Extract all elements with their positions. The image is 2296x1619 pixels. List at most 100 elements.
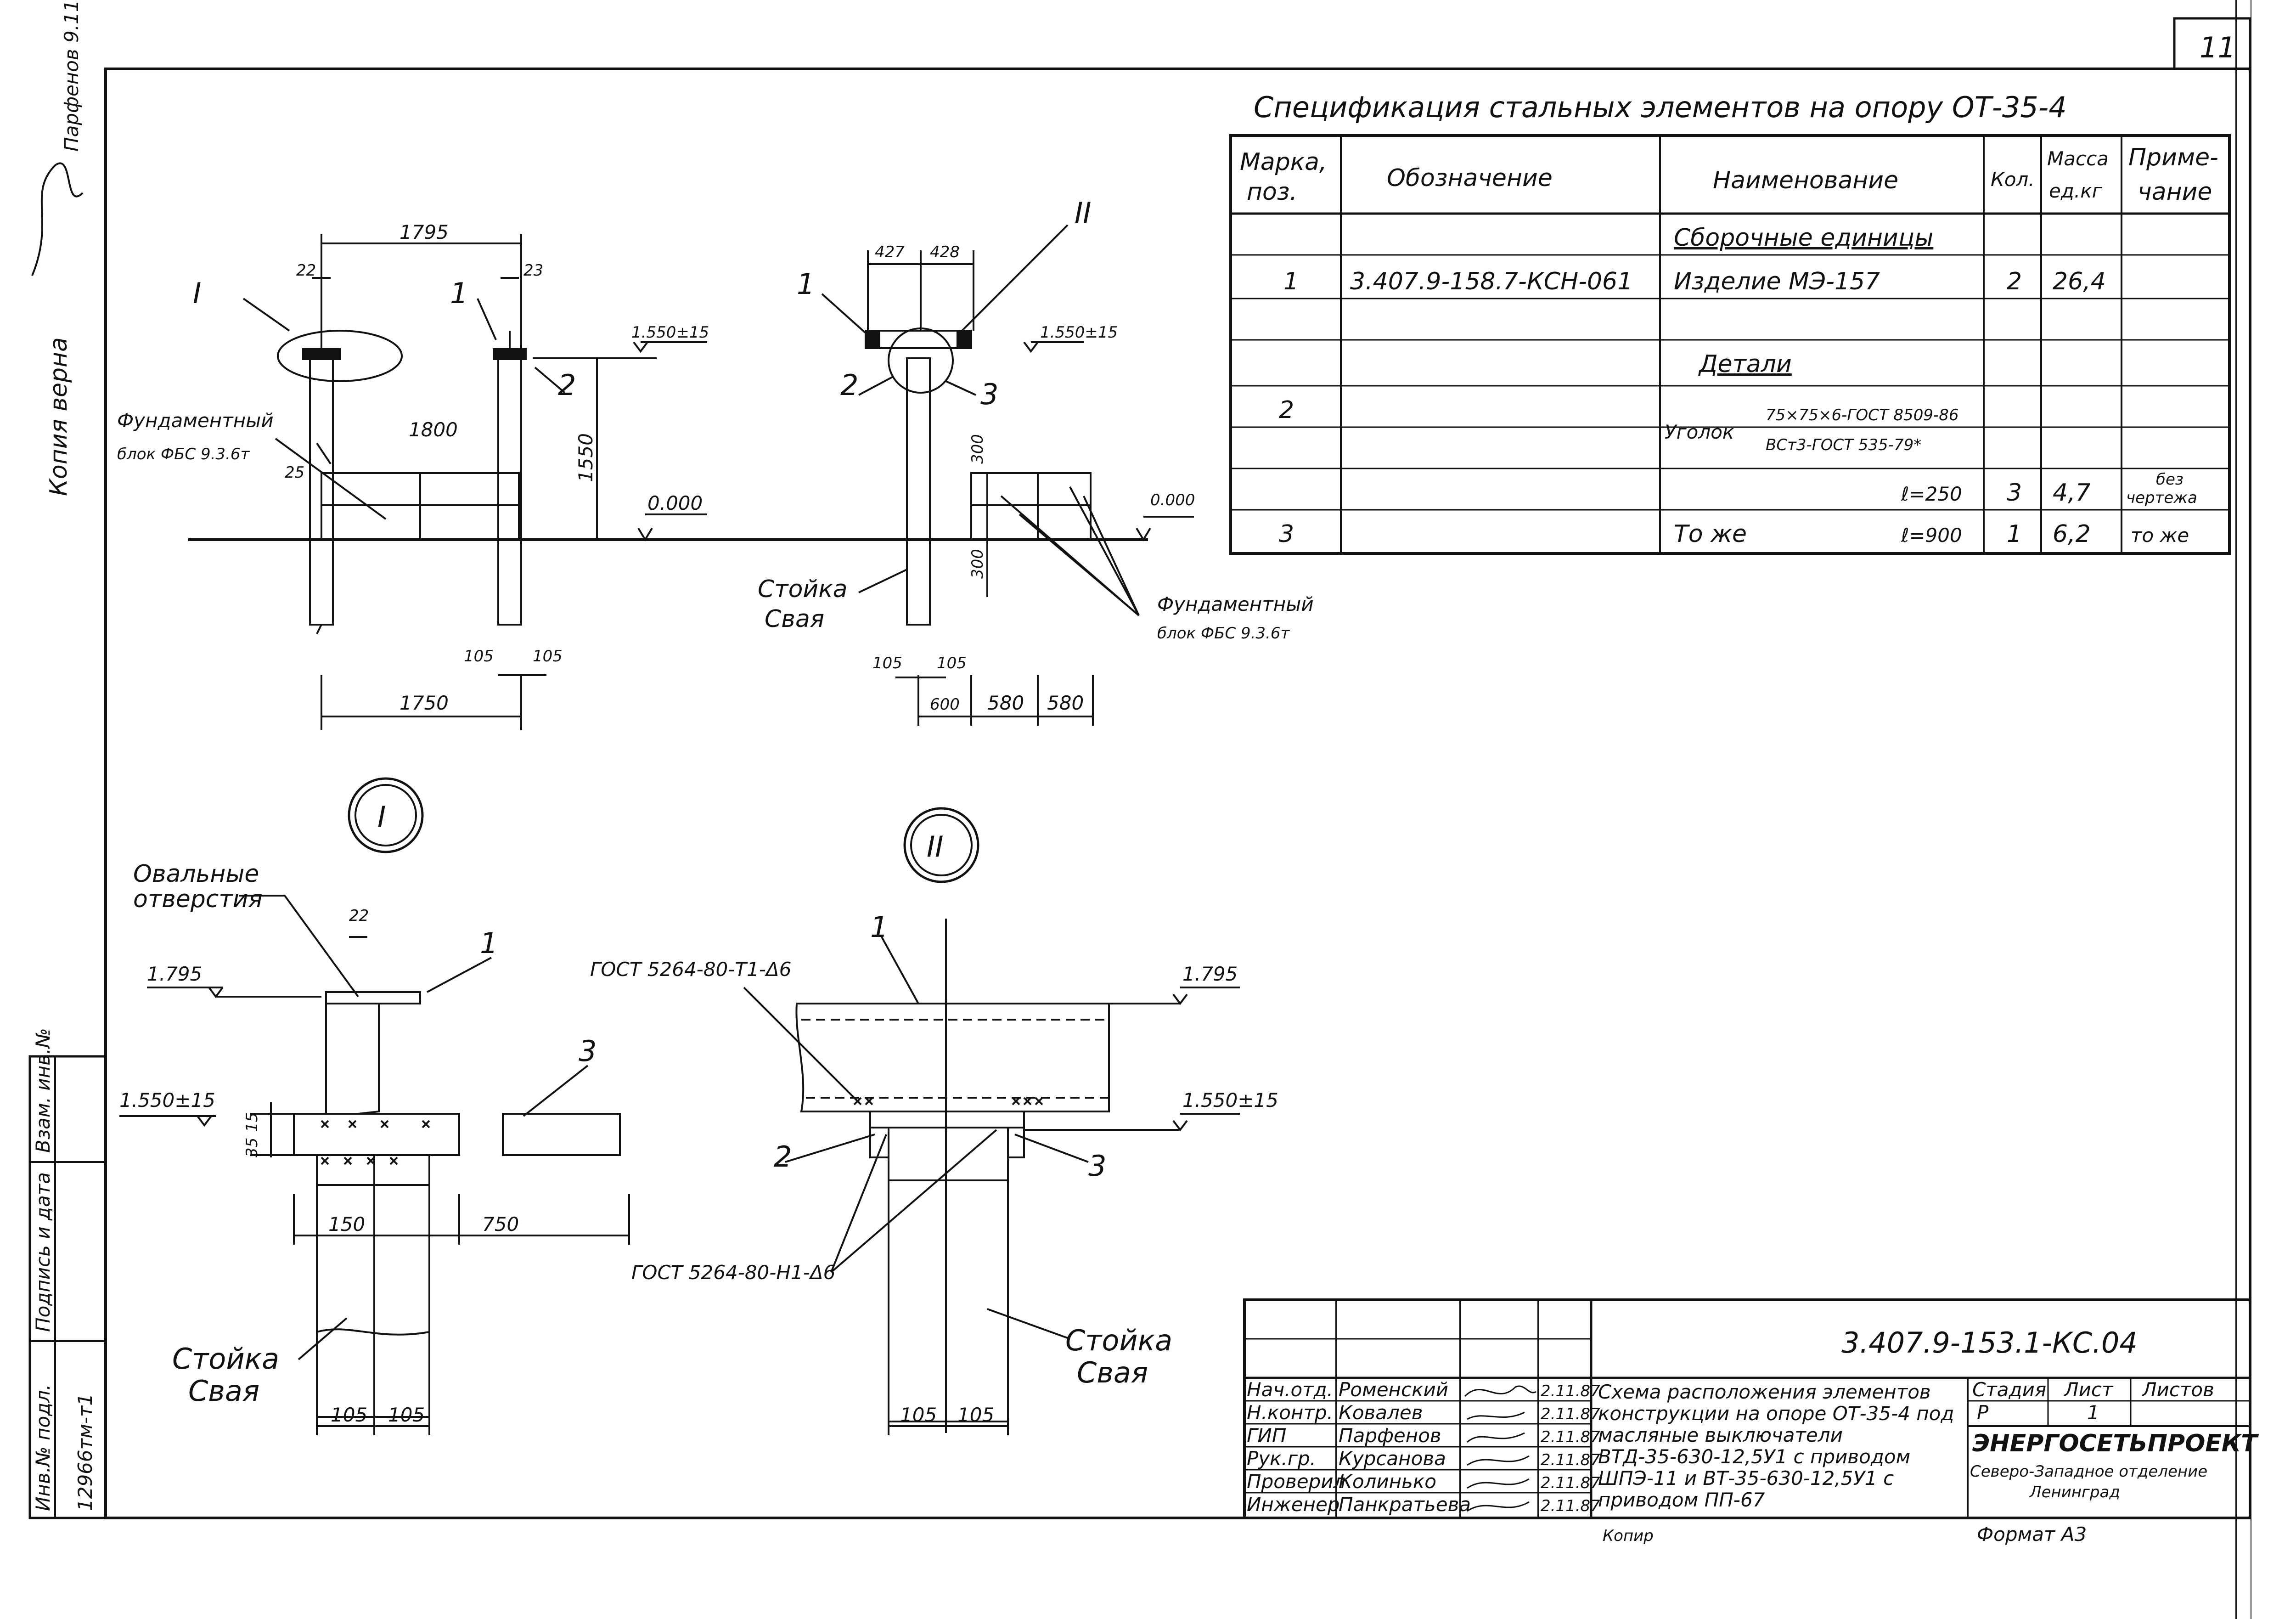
detail-II-dim-105b: 105 bbox=[957, 1404, 994, 1426]
desc-0: Схема расположения элементов bbox=[1598, 1381, 1931, 1403]
view1-dim-22: 22 bbox=[296, 261, 316, 280]
view2-dim-300a: 300 bbox=[968, 434, 987, 464]
view1-dim-105b: 105 bbox=[533, 647, 563, 666]
row3-name: То же bbox=[1674, 520, 1747, 548]
view2-level-zero: 0.000 bbox=[1150, 491, 1195, 509]
sheet-frame bbox=[104, 68, 2251, 1519]
desc-5: приводом ПП-67 bbox=[1598, 1489, 1765, 1511]
detail-I-dim-22: 22 bbox=[349, 907, 369, 925]
view1-dim-1795: 1795 bbox=[400, 221, 449, 243]
view-front-labels: I 1 2 1795 22 23 1800 25 1550 105 105 17… bbox=[117, 221, 709, 714]
desc-3: ВТД-35-630-12,5У1 с приводом bbox=[1598, 1445, 1910, 1468]
stage-label: Стадия bbox=[1972, 1378, 2046, 1401]
view1-dim-1800: 1800 bbox=[409, 418, 458, 441]
role-4: Проверил bbox=[1247, 1470, 1345, 1493]
desc-4: ШПЭ-11 и ВТ-35-630-12,5У1 с bbox=[1598, 1467, 1894, 1489]
name-2: Парфенов bbox=[1339, 1424, 1441, 1447]
view2-dim-105b: 105 bbox=[937, 654, 967, 672]
detail-I-dim-105b: 105 bbox=[388, 1404, 425, 1426]
stage-value: Р bbox=[1977, 1401, 1989, 1424]
detail-II-column-2: Свая bbox=[1077, 1356, 1148, 1389]
view2-dim-580b: 580 bbox=[1047, 692, 1084, 714]
sheets-label: Листов bbox=[2141, 1378, 2214, 1401]
sheet-value: 1 bbox=[2087, 1401, 2099, 1424]
callout-II-label: II bbox=[1075, 196, 1092, 230]
view2-dim-428: 428 bbox=[930, 243, 960, 261]
row3-mass: 6,2 bbox=[2053, 520, 2091, 548]
detail-I bbox=[119, 777, 630, 1435]
detail-I-dim-750: 750 bbox=[482, 1213, 519, 1235]
detail-II-pos1: 1 bbox=[870, 910, 888, 944]
detail-I-dim-105a: 105 bbox=[331, 1404, 367, 1426]
row2-mass: 4,7 bbox=[2053, 479, 2091, 507]
row2-length: ℓ=250 bbox=[1901, 483, 1962, 505]
hdr-name: Наименование bbox=[1713, 167, 1898, 194]
view-front bbox=[188, 234, 762, 730]
org-line2: Северо-Западное отделение bbox=[1970, 1462, 2207, 1481]
detail-II-weld-bottom: ГОСТ 5264-80-Н1-Δ6 bbox=[631, 1261, 835, 1284]
row3-qty: 1 bbox=[2007, 520, 2022, 548]
callout-I-label: I bbox=[193, 276, 201, 310]
view2-level-top: 1.550±15 bbox=[1040, 323, 1118, 342]
detail-II bbox=[743, 807, 1240, 1435]
row2-mark: 2 bbox=[1279, 396, 1294, 424]
view-side bbox=[762, 224, 1194, 726]
hdr-qty: Кол. bbox=[1991, 168, 2035, 191]
inv-repl-label: Взам. инв.№ bbox=[32, 1028, 54, 1153]
detail-I-level-1795: 1.795 bbox=[147, 963, 202, 985]
detail-II-column-1: Стойка bbox=[1065, 1324, 1172, 1357]
sign-date-label: Подпись и дата bbox=[32, 1172, 54, 1332]
role-1: Н.контр. bbox=[1247, 1401, 1333, 1424]
sheet-number: 11 bbox=[2200, 31, 2236, 64]
assemblies-title: Сборочные единицы bbox=[1674, 224, 1933, 252]
detail-I-column-2: Свая bbox=[188, 1374, 259, 1408]
detail-II-level-1795: 1.795 bbox=[1182, 963, 1238, 985]
hdr-designation: Обозначение bbox=[1387, 164, 1553, 192]
detail-II-weld-top: ГОСТ 5264-80-Т1-Δ6 bbox=[590, 958, 791, 981]
row3-length: ℓ=900 bbox=[1901, 524, 1962, 547]
stamp-small: Парфенов 9.11.87 bbox=[60, 0, 83, 152]
row1-designation: 3.407.9-158.7-КСН-061 bbox=[1350, 268, 1632, 295]
view1-foundation-1: Фундаментный bbox=[117, 409, 274, 432]
detail-II-dim-105a: 105 bbox=[900, 1404, 937, 1426]
detail-II-level-1550: 1.550±15 bbox=[1182, 1089, 1278, 1111]
drawing-code: 3.407.9-153.1-КС.04 bbox=[1841, 1326, 2138, 1360]
date-3: 2.11.87 bbox=[1541, 1451, 1600, 1469]
date-4: 2.11.87 bbox=[1541, 1474, 1600, 1492]
sheet-label: Лист bbox=[2063, 1378, 2114, 1401]
view2-dim-300b: 300 bbox=[968, 549, 987, 579]
view2-column-1: Стойка bbox=[758, 575, 847, 603]
row2-name-prefix: Уголок bbox=[1665, 421, 1734, 443]
spec-title: Спецификация стальных элементов на опору… bbox=[1254, 90, 2067, 124]
view2-dim-427: 427 bbox=[875, 243, 905, 261]
row2-note-2: чертежа bbox=[2126, 489, 2197, 507]
hdr-note-1: Приме- bbox=[2128, 144, 2218, 171]
view2-dim-580a: 580 bbox=[987, 692, 1024, 714]
inv-orig-label: Инв.№ подл. bbox=[32, 1384, 54, 1511]
view2-column-2: Свая bbox=[765, 605, 824, 633]
row3-mark: 3 bbox=[1279, 520, 1294, 548]
name-4: Колинько bbox=[1339, 1470, 1436, 1493]
desc-1: конструкции на опоре ОТ-35-4 под bbox=[1598, 1402, 1954, 1425]
copy-stamp: Копия верна bbox=[45, 337, 73, 496]
detail-I-labels: I Овальные отверстия 1.795 1.550±15 22 3… bbox=[119, 800, 597, 1426]
row1-mark: 1 bbox=[1283, 268, 1299, 295]
view2-foundation-2: блок ФБС 9.3.6т bbox=[1157, 624, 1290, 643]
name-3: Курсанова bbox=[1339, 1447, 1446, 1470]
view1-pos1: 1 bbox=[450, 276, 468, 310]
view1-pos2: 2 bbox=[558, 368, 576, 402]
detail-I-oval-2: отверстия bbox=[133, 886, 263, 913]
detail-II-title: II bbox=[927, 830, 944, 863]
view2-pos2: 2 bbox=[840, 368, 858, 402]
view1-level-zero: 0.000 bbox=[647, 492, 703, 514]
role-0: Нач.отд. bbox=[1247, 1378, 1333, 1401]
name-1: Ковалев bbox=[1339, 1401, 1423, 1424]
detail-II-labels: II ГОСТ 5264-80-Т1-Δ6 ГОСТ 5264-80-Н1-Δ6… bbox=[590, 830, 1278, 1426]
hdr-mark-1: Марка, bbox=[1240, 148, 1327, 176]
detail-I-pos3: 3 bbox=[579, 1034, 597, 1068]
row1-name: Изделие МЭ-157 bbox=[1674, 268, 1880, 295]
view1-foundation-2: блок ФБС 9.3.6т bbox=[117, 445, 250, 463]
date-5: 2.11.87 bbox=[1541, 1497, 1600, 1515]
detail-I-dim-35: 35 bbox=[243, 1138, 261, 1157]
